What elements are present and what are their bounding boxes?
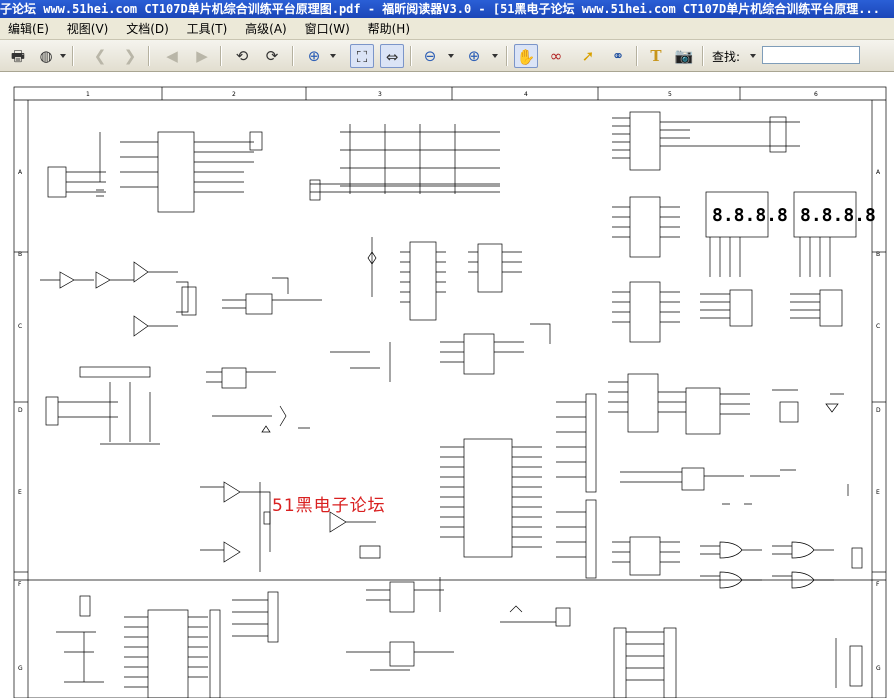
row-label: D [876,407,881,414]
seven-segment-display: 8.8.8.8 [800,205,876,226]
chevron-down-icon[interactable] [60,54,66,58]
toolbar-separator [72,46,74,66]
row-label: E [18,489,22,496]
column-label: 6 [814,91,818,98]
menu-advanced[interactable]: 高级(A) [245,22,287,36]
prev-view-icon[interactable]: ◀ [166,47,178,65]
back-page-icon[interactable]: ❮ [93,47,107,65]
zoom-in-plus-icon[interactable]: ⊕ [467,47,481,65]
forward-page-icon[interactable]: ❯ [123,47,137,65]
zoom-out-minus-icon[interactable]: ⊖ [423,47,437,65]
column-label: 2 [232,91,236,98]
menu-help[interactable]: 帮助(H) [367,22,411,36]
window-title: 子论坛 www.51hei.com CT107D单片机综合训练平台原理图.pdf… [0,0,894,18]
chevron-down-icon[interactable] [448,54,454,58]
toolbar-separator [292,46,294,66]
menu-bar: 编辑(E) 视图(V) 文档(D) 工具(T) 高级(A) 窗口(W) 帮助(H… [0,18,894,40]
next-view-icon[interactable]: ▶ [196,47,208,65]
zoom-in-icon[interactable]: ⊕ [307,47,321,65]
menu-document[interactable]: 文档(D) [126,22,169,36]
row-label: D [18,407,23,414]
document-view[interactable]: 1 2 3 4 5 6 A B C D E F G A B C D E F G … [0,72,894,698]
rotate-left-icon[interactable]: ⟲ [235,47,249,65]
row-label: F [18,581,22,588]
menu-tools[interactable]: 工具(T) [186,22,228,36]
print-icon[interactable]: 🖶 [10,47,26,65]
row-label: C [18,323,22,330]
toolbar-separator [506,46,508,66]
rotate-right-icon[interactable]: ⟳ [265,47,279,65]
column-label: 5 [668,91,672,98]
find-label: 查找: [712,50,741,64]
seven-segment-display: 8.8.8.8 [712,205,788,226]
toolbar-separator [636,46,638,66]
chevron-down-icon[interactable] [750,54,756,58]
menu-window[interactable]: 窗口(W) [304,22,350,36]
column-label: 4 [524,91,528,98]
row-label: A [876,169,881,176]
toolbar-separator [220,46,222,66]
row-label: E [876,489,880,496]
watermark-text: 51黑电子论坛 [272,496,386,516]
row-label: B [876,251,880,258]
find-input[interactable] [762,46,860,64]
hand-icon[interactable]: ✋ [514,44,538,68]
row-label: B [18,251,22,258]
menu-edit[interactable]: 编辑(E) [8,22,49,36]
select-arrow-icon[interactable]: ➚ [581,47,595,65]
snapshot-icon[interactable]: 📷 [674,47,694,65]
fit-page-icon[interactable]: ⛶ [350,44,374,68]
row-label: C [876,323,880,330]
menu-view[interactable]: 视图(V) [66,22,109,36]
row-label: G [876,665,881,672]
text-select-icon[interactable]: T [650,47,662,65]
toolbar-separator [148,46,150,66]
glasses-icon[interactable]: ∞ [549,47,563,65]
toolbar-separator [410,46,412,66]
binoculars-icon[interactable]: ⚭ [611,47,625,65]
column-label: 1 [86,91,90,98]
row-label: A [18,169,23,176]
chevron-down-icon[interactable] [492,54,498,58]
toolbar-separator [702,46,704,66]
fit-width-icon[interactable]: ⇔ [380,44,404,68]
main-toolbar: 🖶 ◍ ❮ ❯ ◀ ▶ ⟲ ⟳ ⊕ ⛶ ⇔ ⊖ ⊕ ✋ ∞ ➚ ⚭ T 📷 [0,40,894,72]
globe-icon[interactable]: ◍ [39,47,53,65]
chevron-down-icon[interactable] [330,54,336,58]
column-label: 3 [378,91,382,98]
schematic-page: 1 2 3 4 5 6 A B C D E F G A B C D E F G … [13,86,887,698]
row-label: G [18,665,23,672]
row-label: F [876,581,880,588]
key-matrix [309,124,500,201]
